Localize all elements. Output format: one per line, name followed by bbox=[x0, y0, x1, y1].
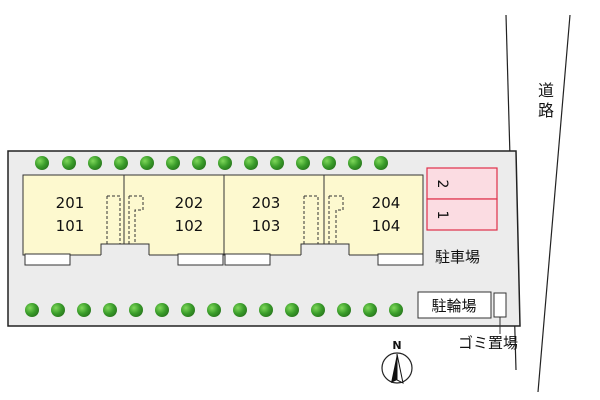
tree-icon bbox=[166, 156, 180, 170]
tree-icon bbox=[103, 303, 117, 317]
tree-icon bbox=[218, 156, 232, 170]
entrance-step bbox=[177, 253, 224, 266]
unit-upper-label: 201 bbox=[56, 194, 85, 212]
stair-recess-edge bbox=[300, 243, 350, 255]
parking-space-1 bbox=[426, 198, 498, 231]
stair-recess-edge bbox=[100, 243, 150, 255]
unit-lower-label: 101 bbox=[56, 217, 85, 235]
garbage-label: ゴミ置場 bbox=[458, 334, 518, 352]
tree-icon bbox=[233, 303, 247, 317]
parking-space-2 bbox=[426, 167, 498, 200]
tree-icon bbox=[88, 156, 102, 170]
compass-north-label: N bbox=[392, 339, 401, 352]
tree-icon bbox=[270, 156, 284, 170]
tree-icon bbox=[363, 303, 377, 317]
stair-recess bbox=[301, 244, 349, 256]
tree-icon bbox=[389, 303, 403, 317]
tree-icon bbox=[192, 156, 206, 170]
parking-space-number: 1 bbox=[434, 211, 450, 220]
unit-upper-label: 203 bbox=[252, 194, 281, 212]
tree-icon bbox=[35, 156, 49, 170]
road-edge-right bbox=[537, 14, 571, 393]
road-label-char-1: 道 bbox=[538, 81, 554, 100]
tree-icon bbox=[77, 303, 91, 317]
apartment-building: 201 101 202 102 203 103 204 104 bbox=[22, 174, 424, 266]
tree-icon bbox=[259, 303, 273, 317]
tree-icon bbox=[311, 303, 325, 317]
tree-icon bbox=[140, 156, 154, 170]
road-label-char-2: 路 bbox=[538, 101, 554, 120]
tree-icon bbox=[181, 303, 195, 317]
unit-lower-label: 104 bbox=[372, 217, 401, 235]
unit-upper-label: 204 bbox=[372, 194, 401, 212]
compass-needle-dark bbox=[391, 354, 397, 383]
north-compass: N bbox=[381, 339, 413, 384]
entrance-step bbox=[224, 253, 271, 266]
tree-icon bbox=[62, 156, 76, 170]
tree-icon bbox=[348, 156, 362, 170]
tree-icon bbox=[374, 156, 388, 170]
stair-outline bbox=[303, 195, 344, 244]
tree-icon bbox=[114, 156, 128, 170]
tree-icon bbox=[296, 156, 310, 170]
entrance-step bbox=[377, 253, 424, 266]
parking-space-number: 2 bbox=[434, 180, 450, 189]
tree-icon bbox=[51, 303, 65, 317]
stair-recess bbox=[101, 244, 149, 256]
tree-icon bbox=[322, 156, 336, 170]
garbage-station-box bbox=[493, 292, 507, 318]
tree-icon bbox=[285, 303, 299, 317]
building-outline bbox=[22, 174, 424, 256]
unit-lower-label: 103 bbox=[252, 217, 281, 235]
bicycle-parking-label: 駐輪場 bbox=[431, 297, 476, 315]
entrance-step bbox=[24, 253, 71, 266]
unit-upper-label: 202 bbox=[175, 194, 204, 212]
stair-outline bbox=[106, 195, 144, 244]
parking-label: 駐車場 bbox=[435, 248, 480, 266]
tree-group bbox=[25, 156, 403, 317]
parking-spaces: 2 1 bbox=[426, 167, 498, 231]
unit-lower-label: 102 bbox=[175, 217, 204, 235]
tree-icon bbox=[129, 303, 143, 317]
tree-icon bbox=[337, 303, 351, 317]
tree-icon bbox=[155, 303, 169, 317]
tree-icon bbox=[207, 303, 221, 317]
tree-icon bbox=[25, 303, 39, 317]
bicycle-parking-box bbox=[417, 291, 492, 319]
compass-needle-light bbox=[396, 353, 404, 384]
tree-icon bbox=[244, 156, 258, 170]
